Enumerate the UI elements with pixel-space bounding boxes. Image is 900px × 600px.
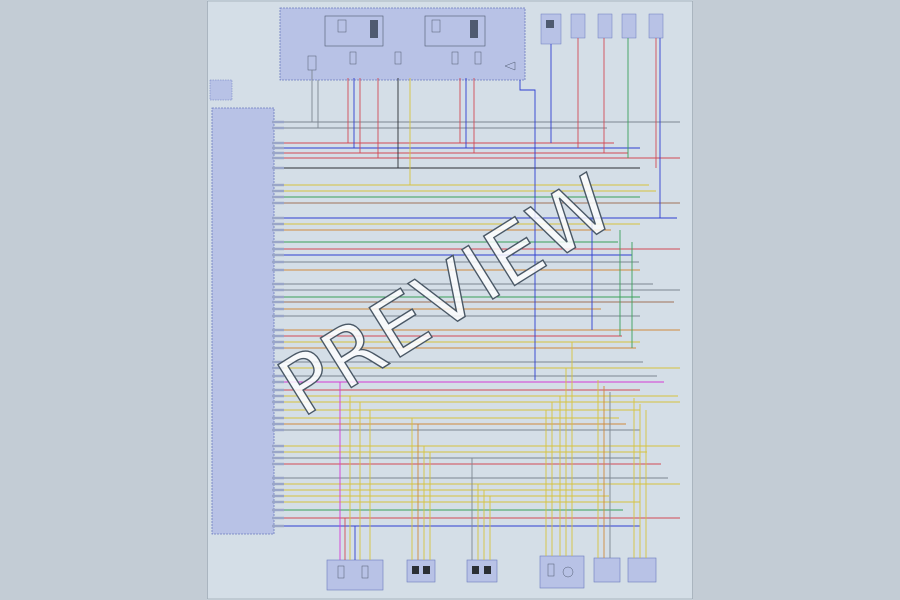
pin-mark bbox=[272, 166, 284, 170]
wire-traces bbox=[284, 38, 680, 560]
pin-mark bbox=[272, 268, 284, 272]
pin-mark bbox=[272, 516, 284, 520]
pin-mark bbox=[272, 260, 284, 264]
pin-mark bbox=[272, 388, 284, 392]
pin-mark bbox=[272, 300, 284, 304]
sensor-connector-4 bbox=[539, 555, 585, 589]
sensor-connector-2 bbox=[406, 559, 436, 583]
pin-mark bbox=[272, 500, 284, 504]
pin-mark bbox=[272, 366, 284, 370]
pin-mark bbox=[272, 450, 284, 454]
pin-mark bbox=[272, 307, 284, 311]
pin-mark bbox=[272, 428, 284, 432]
pin-mark bbox=[272, 462, 284, 466]
bottom-components bbox=[326, 555, 657, 591]
pin-mark bbox=[272, 456, 284, 460]
pin-mark bbox=[272, 195, 284, 199]
schematic-sheet bbox=[207, 0, 693, 600]
pin-mark bbox=[272, 141, 284, 145]
pin-mark bbox=[272, 328, 284, 332]
pin-mark bbox=[272, 126, 284, 130]
pin-mark bbox=[272, 476, 284, 480]
pin-mark bbox=[272, 216, 284, 220]
sensor-connector-5 bbox=[593, 557, 621, 583]
fuel-injector-connectors bbox=[570, 13, 664, 39]
pin-mark bbox=[272, 360, 284, 364]
pin-mark bbox=[272, 295, 284, 299]
pin-mark bbox=[272, 380, 284, 384]
fuse-link-box bbox=[209, 79, 233, 101]
pin-mark bbox=[272, 334, 284, 338]
relay-fuse-block bbox=[279, 7, 526, 81]
pin-mark bbox=[272, 288, 284, 292]
pin-mark bbox=[272, 314, 284, 318]
relay-2 bbox=[424, 15, 486, 47]
pin-mark bbox=[272, 120, 284, 124]
pin-mark bbox=[272, 222, 284, 226]
sensor-connector-1 bbox=[326, 559, 384, 591]
relay-1 bbox=[324, 15, 384, 47]
pin-mark bbox=[272, 488, 284, 492]
sheet-border bbox=[207, 0, 693, 600]
pin-mark bbox=[272, 346, 284, 350]
pin-mark bbox=[272, 444, 284, 448]
pin-mark bbox=[272, 156, 284, 160]
pin-mark bbox=[272, 282, 284, 286]
pin-mark bbox=[272, 524, 284, 528]
sensor-connector-3 bbox=[466, 559, 498, 583]
preview-watermark: PREVIEW bbox=[263, 156, 631, 434]
pin-mark bbox=[272, 228, 284, 232]
pin-mark bbox=[272, 408, 284, 412]
pin-mark bbox=[272, 494, 284, 498]
sensor-connector-6 bbox=[627, 557, 657, 583]
engine-control-module bbox=[211, 107, 275, 535]
pin-mark bbox=[272, 201, 284, 205]
pin-mark bbox=[272, 340, 284, 344]
pin-mark bbox=[272, 189, 284, 193]
main-relay-connector bbox=[540, 13, 562, 45]
pin-mark bbox=[272, 253, 284, 257]
pin-mark bbox=[272, 416, 284, 420]
pin-mark bbox=[272, 247, 284, 251]
pin-mark bbox=[272, 422, 284, 426]
wire-route bbox=[519, 80, 536, 380]
pin-mark bbox=[272, 151, 284, 155]
pin-mark bbox=[272, 183, 284, 187]
pin-mark bbox=[272, 482, 284, 486]
pin-mark bbox=[272, 394, 284, 398]
pin-mark bbox=[272, 508, 284, 512]
pin-labels bbox=[272, 120, 284, 528]
pin-mark bbox=[272, 374, 284, 378]
pin-mark bbox=[272, 240, 284, 244]
pin-mark bbox=[272, 146, 284, 150]
pin-mark bbox=[272, 400, 284, 404]
